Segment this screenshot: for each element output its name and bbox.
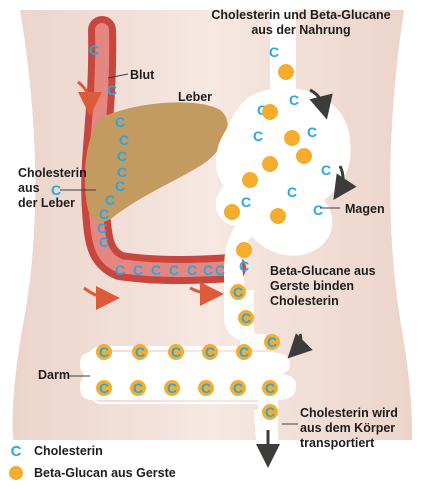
cholesterol-marker: C: [115, 178, 125, 194]
cholesterol-marker: C: [119, 132, 129, 148]
bound-cholesterol-marker: C: [241, 310, 251, 326]
label-intestine: Darm: [38, 368, 70, 383]
cholesterol-marker: C: [151, 262, 161, 278]
betaglucan-marker: [296, 148, 312, 164]
bound-cholesterol-marker: C: [133, 380, 143, 396]
bound-cholesterol-marker: C: [99, 344, 109, 360]
cholesterol-marker: C: [133, 262, 143, 278]
cholesterol-marker: C: [187, 262, 197, 278]
cholesterol-marker: C: [203, 262, 213, 278]
cholesterol-marker: C: [169, 262, 179, 278]
bound-cholesterol-marker: C: [239, 344, 249, 360]
bound-cholesterol-marker: C: [265, 404, 275, 420]
legend-cholesterol: C Cholesterin: [8, 442, 103, 460]
cholesterol-marker: C: [321, 162, 331, 178]
cholesterol-marker: C: [269, 44, 279, 60]
bound-cholesterol-marker: C: [135, 344, 145, 360]
bound-cholesterol-marker: C: [267, 334, 277, 350]
cholesterol-marker: C: [107, 82, 117, 98]
bound-cholesterol-marker: C: [99, 380, 109, 396]
betaglucan-marker: [236, 242, 252, 258]
label-liver-cholesterol: Cholesterin aus der Leber: [18, 166, 87, 211]
legend-label-cholesterol: Cholesterin: [34, 444, 103, 458]
cholesterol-marker: C: [99, 234, 109, 250]
betaglucan-marker: [242, 172, 258, 188]
betaglucan-marker: [224, 204, 240, 220]
bound-cholesterol-marker: C: [167, 380, 177, 396]
cholesterol-marker: C: [117, 148, 127, 164]
label-liver: Leber: [178, 90, 212, 105]
cholesterol-marker: C: [287, 184, 297, 200]
bound-cholesterol-marker: C: [265, 380, 275, 396]
legend-label-betaglucan: Beta-Glucan aus Gerste: [34, 466, 176, 480]
cholesterol-icon: C: [8, 443, 24, 459]
cholesterol-marker: C: [239, 258, 249, 274]
svg-text:C: C: [11, 443, 22, 459]
bound-cholesterol-marker: C: [233, 380, 243, 396]
cholesterol-marker: C: [307, 124, 317, 140]
bound-cholesterol-marker: C: [171, 344, 181, 360]
betaglucan-marker: [262, 156, 278, 172]
betaglucan-dot-icon: [8, 465, 24, 481]
bound-cholesterol-marker: C: [233, 284, 243, 300]
legend-betaglucan: Beta-Glucan aus Gerste: [8, 464, 176, 482]
label-food: Cholesterin und Beta-Glucane aus der Nah…: [196, 8, 406, 38]
bound-cholesterol-marker: C: [205, 344, 215, 360]
cholesterol-marker: C: [89, 42, 99, 58]
betaglucan-marker: [262, 104, 278, 120]
cholesterol-marker: C: [241, 194, 251, 210]
betaglucan-marker: [278, 64, 294, 80]
cholesterol-marker: C: [253, 128, 263, 144]
cholesterol-marker: C: [215, 262, 225, 278]
bound-cholesterol-marker: C: [201, 380, 211, 396]
label-blood: Blut: [130, 68, 154, 83]
betaglucan-marker: [284, 130, 300, 146]
cholesterol-marker: C: [289, 92, 299, 108]
label-binding: Beta-Glucane aus Gerste binden Cholester…: [270, 264, 376, 309]
betaglucan-marker: [270, 208, 286, 224]
cholesterol-marker: C: [313, 202, 323, 218]
cholesterol-marker: C: [115, 114, 125, 130]
cholesterol-marker: C: [115, 262, 125, 278]
label-stomach: Magen: [345, 202, 385, 217]
label-excretion: Cholesterin wird aus dem Körper transpor…: [300, 406, 398, 451]
